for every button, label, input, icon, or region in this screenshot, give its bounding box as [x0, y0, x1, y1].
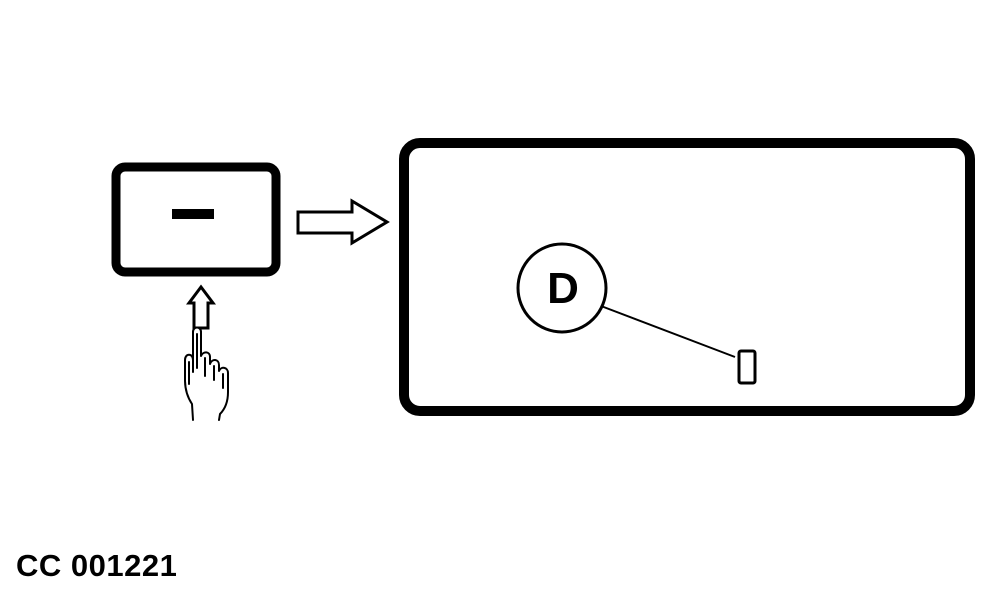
arrow-up-icon [186, 284, 216, 330]
minus-button[interactable] [111, 162, 281, 277]
arrow-right-icon [296, 198, 390, 246]
minus-sign-icon [172, 209, 214, 219]
minus-button-frame [111, 162, 281, 277]
display-panel: D [399, 138, 975, 416]
indicator-circle [516, 242, 608, 334]
figure-reference-code: CC 001221 [16, 548, 178, 583]
single-digit-segment-icon [737, 349, 757, 385]
display-frame [399, 138, 975, 416]
drive-mode-indicator: D [516, 242, 608, 334]
pointing-finger-icon [184, 326, 229, 421]
leader-line [600, 305, 736, 358]
indicator-letter: D [547, 264, 579, 313]
